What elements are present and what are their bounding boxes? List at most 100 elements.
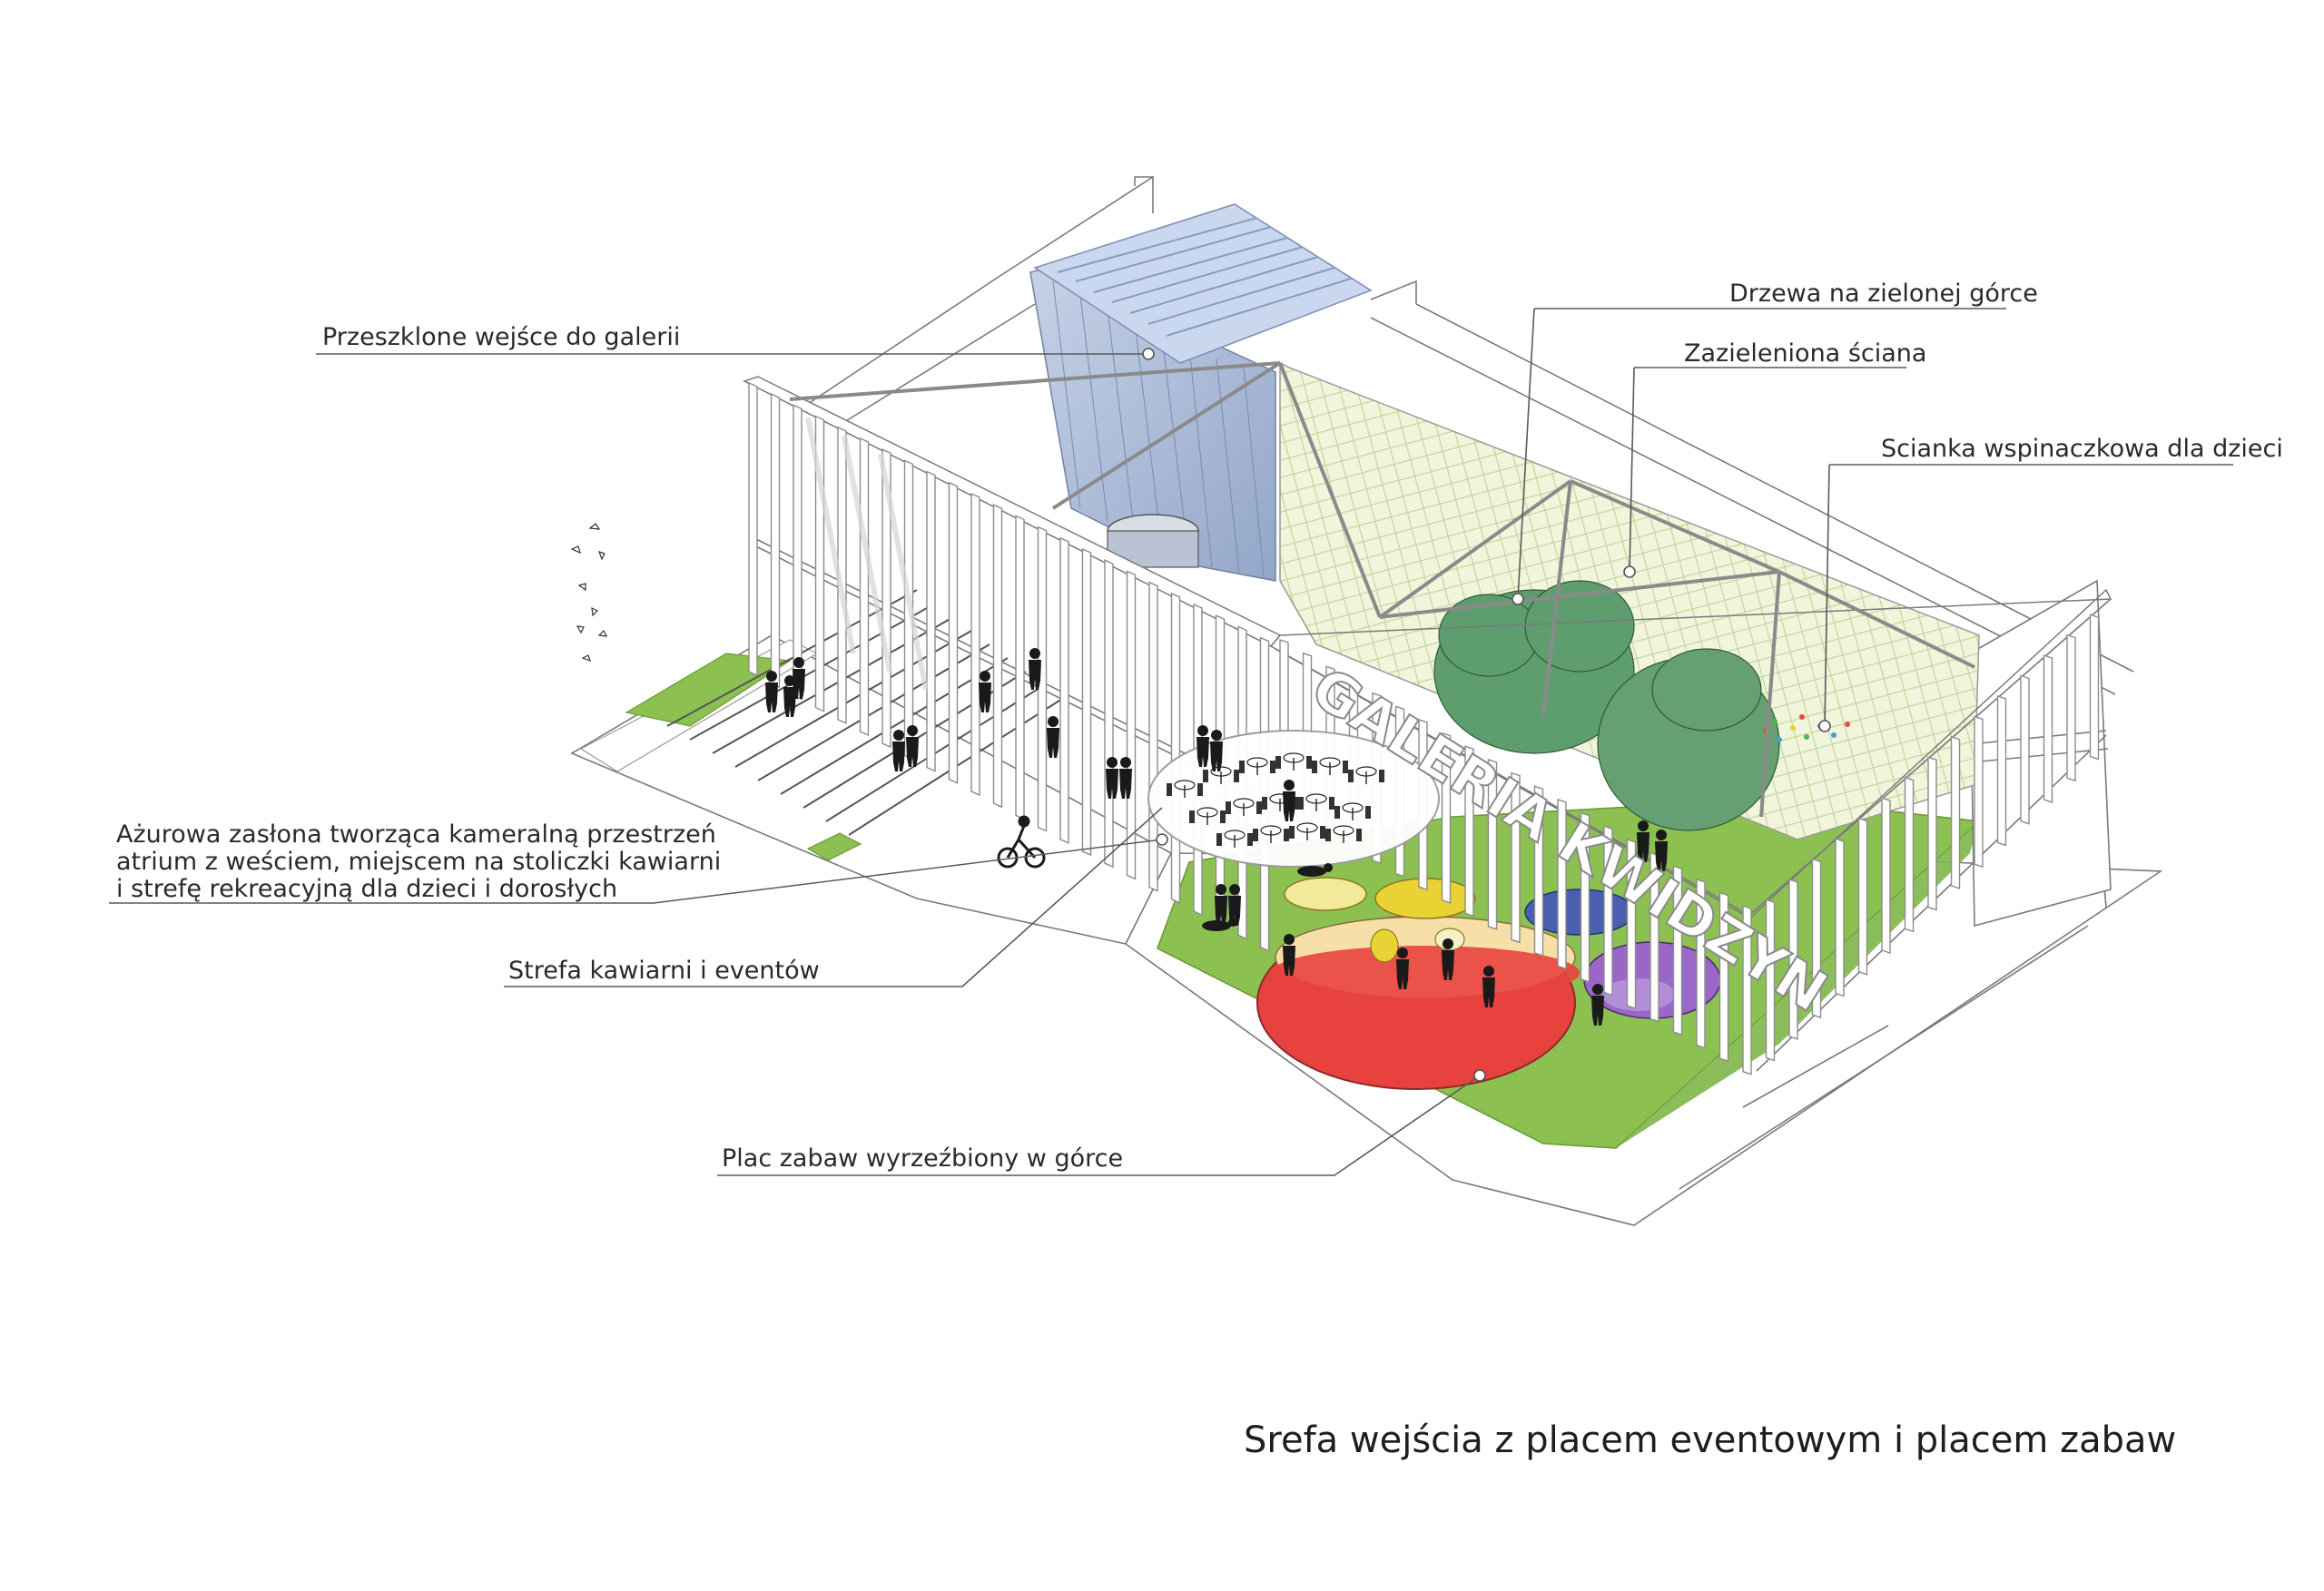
- people: [765, 648, 1668, 1026]
- label-trees-on-hill: Drzewa na zielonej górce: [1729, 280, 2038, 308]
- screen-fin: [837, 426, 847, 724]
- screen-fin: [1835, 838, 1845, 997]
- label-openwork-screen-3: i strefę rekreacyjną dla dzieci i dorosł…: [116, 875, 617, 903]
- screen-fin: [1904, 776, 1915, 933]
- yellow-play-pit-left: [1284, 877, 1367, 911]
- cafe-table: [1298, 793, 1334, 811]
- screen-fin: [1580, 811, 1590, 983]
- leader-lines: [109, 308, 2233, 1176]
- screen-fin: [948, 481, 959, 784]
- person-silhouette: [1210, 730, 1223, 771]
- screen-fin: [859, 437, 870, 737]
- openwork-screen-right: [1269, 588, 2112, 1075]
- screen-fin: [1059, 536, 1069, 844]
- person-silhouette: [979, 671, 991, 712]
- glass-entrance: [1029, 203, 1373, 582]
- screen-fin: [1950, 735, 1961, 889]
- tree-right: [1597, 648, 1780, 831]
- screen-fin: [1788, 878, 1798, 1040]
- cafe-table: [1189, 807, 1226, 825]
- person-silhouette: [1106, 757, 1118, 799]
- screen-fin: [1015, 515, 1025, 820]
- screen-fin: [1996, 694, 2007, 847]
- screen-fin: [1927, 756, 1937, 911]
- screen-fin: [1603, 825, 1613, 997]
- person-silhouette: [1283, 934, 1295, 976]
- person-silhouette: [1215, 884, 1227, 926]
- person-silhouette: [1591, 984, 1604, 1026]
- label-green-wall: Zazieleniona ściana: [1684, 339, 1926, 368]
- person-reclining: [1297, 863, 1333, 877]
- person-reclining: [1202, 918, 1237, 931]
- screen-fin: [1626, 838, 1637, 1009]
- annotation-labels: Przeszklone wejśce do galerii Drzewa na …: [116, 280, 2283, 1173]
- screen-fin: [770, 393, 781, 689]
- yellow-play-pit-small: [1370, 928, 1399, 963]
- screen-fin: [1672, 865, 1683, 1036]
- cafe-table: [1216, 830, 1253, 848]
- screen-fin: [1857, 817, 1868, 976]
- screen-fin: [1742, 905, 1752, 1075]
- person-silhouette: [783, 675, 796, 717]
- person-silhouette: [1637, 820, 1649, 862]
- plaza-ground: [570, 634, 1173, 945]
- glass-canopy: [1033, 203, 1373, 364]
- person-silhouette: [906, 725, 919, 767]
- person-silhouette: [1442, 938, 1454, 980]
- person-silhouette: [793, 657, 805, 699]
- person-silhouette: [1047, 716, 1059, 758]
- cyclist: [997, 815, 1046, 869]
- screen-fin: [1441, 732, 1452, 904]
- cafe-table: [1275, 752, 1312, 771]
- screen-fin: [1533, 785, 1544, 957]
- cafe-table: [1239, 757, 1275, 775]
- cafe-table: [1289, 822, 1325, 840]
- screen-fin: [793, 404, 803, 701]
- person-silhouette: [1396, 948, 1409, 989]
- screen-fin: [1881, 797, 1891, 954]
- lawn-patch-small: [806, 832, 862, 861]
- label-playground: Plac zabaw wyrzeźbiony w górce: [722, 1144, 1123, 1173]
- cafe-table: [1348, 766, 1384, 784]
- person-silhouette: [1655, 830, 1668, 871]
- screen-fin: [1557, 798, 1567, 970]
- floating-leaves: [570, 523, 608, 663]
- person-silhouette: [1029, 648, 1041, 690]
- person-silhouette: [1482, 966, 1495, 1007]
- screen-fin: [1974, 715, 1984, 869]
- screen-fin: [1104, 559, 1114, 869]
- cafe-table: [1312, 757, 1348, 775]
- screen-fin: [2089, 614, 2100, 761]
- screen-fin: [2020, 674, 2030, 825]
- cafe-table: [1253, 825, 1289, 843]
- screen-fin: [926, 470, 936, 772]
- cafe-table: [1334, 802, 1371, 820]
- cafe-table: [1226, 798, 1262, 816]
- screen-fin: [1696, 878, 1706, 1049]
- right-end-facade: [1969, 579, 2112, 928]
- label-cafe-events-zone: Strefa kawiarni i eventów: [508, 957, 820, 985]
- trees: [1433, 580, 1780, 831]
- screen-fin: [748, 381, 758, 677]
- screen-fin: [1170, 592, 1181, 904]
- label-climbing-wall: Scianka wspinaczkowa dla dzieci: [1881, 435, 2283, 463]
- person-silhouette: [892, 730, 905, 771]
- label-openwork-screen-2: atrium z weściem, miejscem na stoliczki …: [116, 848, 721, 876]
- person-silhouette: [1196, 725, 1209, 767]
- person-silhouette: [765, 671, 778, 712]
- screen-fin: [1811, 858, 1822, 1019]
- screen-fin: [1148, 581, 1158, 892]
- label-glazed-entrance: Przeszklone wejśce do galerii: [322, 323, 680, 351]
- screen-fin: [1487, 758, 1498, 930]
- screen-fin: [1718, 891, 1729, 1063]
- cafe-table: [1325, 825, 1362, 843]
- truss-cables: [789, 361, 1975, 818]
- screen-fin: [1511, 771, 1521, 944]
- screen-fin: [1765, 899, 1776, 1062]
- screen-fin: [2066, 633, 2076, 782]
- screen-fin: [992, 504, 1003, 809]
- person-silhouette: [1119, 757, 1132, 799]
- person-silhouette: [1283, 780, 1295, 821]
- screen-fin: [2043, 654, 2053, 803]
